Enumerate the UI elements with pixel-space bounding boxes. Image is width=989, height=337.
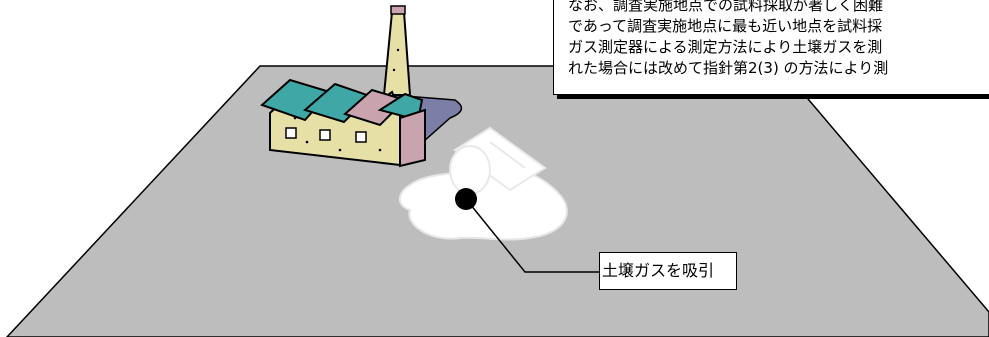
- note-line: なお、調査実施地点での試料採取が著しく困難: [568, 0, 884, 14]
- spilled-drum-icon: [449, 126, 547, 195]
- note-line: れた場合には改めて指針第2(3) の方法により測: [568, 59, 889, 77]
- callout-leader: [465, 198, 599, 273]
- sampling-point-icon: [455, 188, 477, 210]
- callout-label: 土壌ガスを吸引: [599, 252, 737, 290]
- factory-icon: [260, 78, 426, 168]
- note-line: ガス測定器による測定方法により土壌ガスを測: [568, 38, 883, 56]
- explanatory-note: なお、調査実施地点での試料採取が著しく困難 であって調査実施地点に最も近い地点を…: [553, 0, 989, 95]
- chimney: [382, 5, 412, 96]
- note-line: であって調査実施地点に最も近い地点を試料採: [568, 17, 883, 35]
